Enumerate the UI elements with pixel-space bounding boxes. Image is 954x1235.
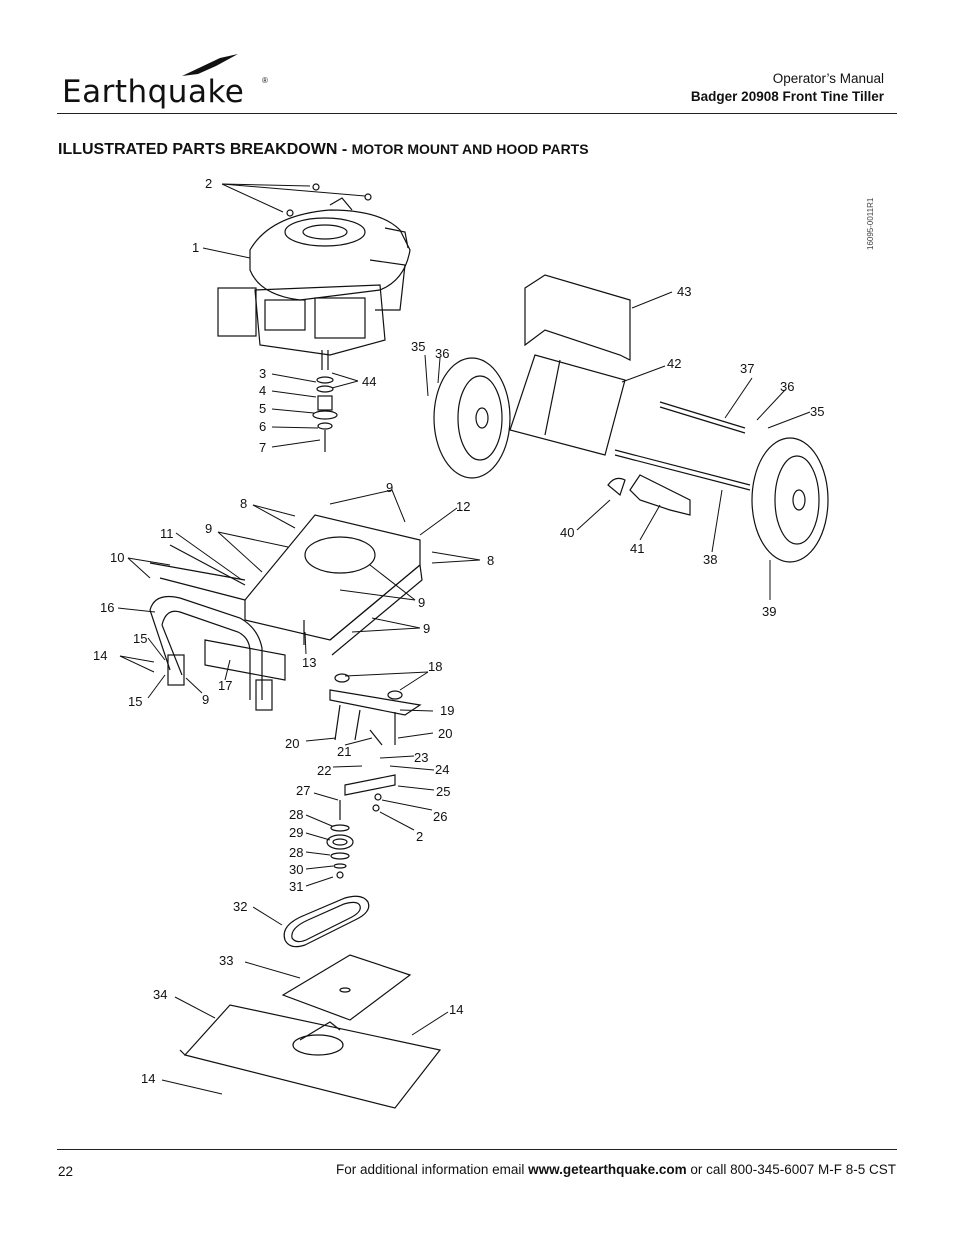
callout-2: 2	[205, 176, 212, 191]
callout-11: 11	[160, 526, 174, 541]
callout-23: 23	[414, 750, 428, 765]
axle-37	[659, 401, 746, 429]
callout-13: 13	[302, 655, 316, 670]
callout-4: 4	[259, 383, 266, 398]
page-title: ILLUSTRATED PARTS BREAKDOWN - MOTOR MOUN…	[58, 141, 589, 159]
footer-suffix: or call 800-345-6007 M-F 8-5 CST	[686, 1162, 896, 1177]
callout-20b: 20	[438, 726, 452, 741]
callout-40: 40	[560, 525, 574, 540]
right-wheel	[751, 437, 829, 563]
callout-9a: 9	[386, 480, 393, 495]
callout-9b: 9	[205, 521, 212, 536]
callout-14a: 14	[93, 648, 107, 663]
registered-mark: ®	[262, 76, 268, 85]
logo-swoosh-icon	[182, 54, 238, 76]
callout-42: 42	[667, 356, 681, 371]
footer-prefix: For additional information email	[336, 1162, 529, 1177]
title-sub: MOTOR MOUNT AND HOOD PARTS	[351, 141, 589, 157]
hood-34	[179, 1004, 442, 1109]
callout-15a: 15	[133, 631, 147, 646]
bracket-41	[629, 474, 691, 516]
callout-10: 10	[110, 550, 124, 565]
callout-37: 37	[740, 361, 754, 376]
callout-28b: 28	[289, 845, 303, 860]
callout-30: 30	[289, 862, 303, 877]
callout-26: 26	[433, 809, 447, 824]
clip-40	[607, 477, 626, 497]
plate-33	[281, 954, 412, 1021]
callout-29: 29	[289, 825, 303, 840]
callout-14c: 14	[141, 1071, 155, 1086]
callout-6: 6	[259, 419, 266, 434]
callout-35b: 35	[810, 404, 824, 419]
axle-38	[614, 449, 751, 486]
callout-33: 33	[219, 953, 233, 968]
callout-labels: 2 1 3 4 5 6 7 44 8 9 12 8 11 9 10 16 9 9…	[93, 176, 824, 1086]
header-info: Operator’s Manual Badger 20908 Front Tin…	[691, 70, 884, 106]
drive-belt	[283, 895, 370, 948]
callout-8b: 8	[487, 553, 494, 568]
callout-12: 12	[456, 499, 470, 514]
footer-contact: For additional information email www.get…	[336, 1162, 896, 1177]
callout-7: 7	[259, 440, 266, 455]
callout-38: 38	[703, 552, 717, 567]
product-name: Badger 20908 Front Tine Tiller	[690, 89, 884, 104]
callout-21: 21	[337, 744, 351, 759]
engine	[217, 197, 411, 370]
website-link[interactable]: www.getearthquake.com	[528, 1162, 687, 1177]
callout-25: 25	[436, 784, 450, 799]
tray-42	[509, 354, 626, 456]
callout-16: 16	[100, 600, 114, 615]
shaft-hardware	[286, 183, 372, 452]
callout-32: 32	[233, 899, 247, 914]
left-wheel	[433, 357, 511, 479]
doc-type: Operator’s Manual	[772, 71, 884, 86]
idler-assembly	[326, 673, 422, 879]
callout-5: 5	[259, 401, 266, 416]
callout-44: 44	[362, 374, 376, 389]
callout-22: 22	[317, 763, 331, 778]
footer-rule	[57, 1149, 897, 1150]
brand-wordmark: Earthquake	[62, 74, 245, 110]
callout-9c: 9	[418, 595, 425, 610]
callout-9d: 9	[423, 621, 430, 636]
callout-36a: 36	[435, 346, 449, 361]
callout-15b: 15	[128, 694, 142, 709]
callout-43: 43	[677, 284, 691, 299]
callout-17: 17	[218, 678, 232, 693]
callout-27: 27	[296, 783, 310, 798]
callout-2b: 2	[416, 829, 423, 844]
callout-18: 18	[428, 659, 442, 674]
page-number: 22	[58, 1164, 74, 1179]
bracket-43	[524, 274, 631, 361]
callout-31: 31	[289, 879, 303, 894]
callout-8a: 8	[240, 496, 247, 511]
handle-bracket	[149, 595, 286, 711]
earthquake-logo: Earthquake ®	[62, 52, 277, 110]
callout-14b: 14	[449, 1002, 463, 1017]
callout-35a: 35	[411, 339, 425, 354]
callout-3: 3	[259, 366, 266, 381]
callout-20a: 20	[285, 736, 299, 751]
header-rule	[57, 113, 897, 114]
callout-36b: 36	[780, 379, 794, 394]
callout-9e: 9	[202, 692, 209, 707]
callout-39: 39	[762, 604, 776, 619]
callout-19: 19	[440, 703, 454, 718]
callout-34: 34	[153, 987, 167, 1002]
callout-41: 41	[630, 541, 644, 556]
title-main: ILLUSTRATED PARTS BREAKDOWN -	[58, 141, 352, 158]
motor-mount-plate	[149, 514, 423, 656]
callout-28a: 28	[289, 807, 303, 822]
callout-24: 24	[435, 762, 449, 777]
leader-lines	[117, 183, 811, 1095]
callout-1: 1	[192, 240, 199, 255]
